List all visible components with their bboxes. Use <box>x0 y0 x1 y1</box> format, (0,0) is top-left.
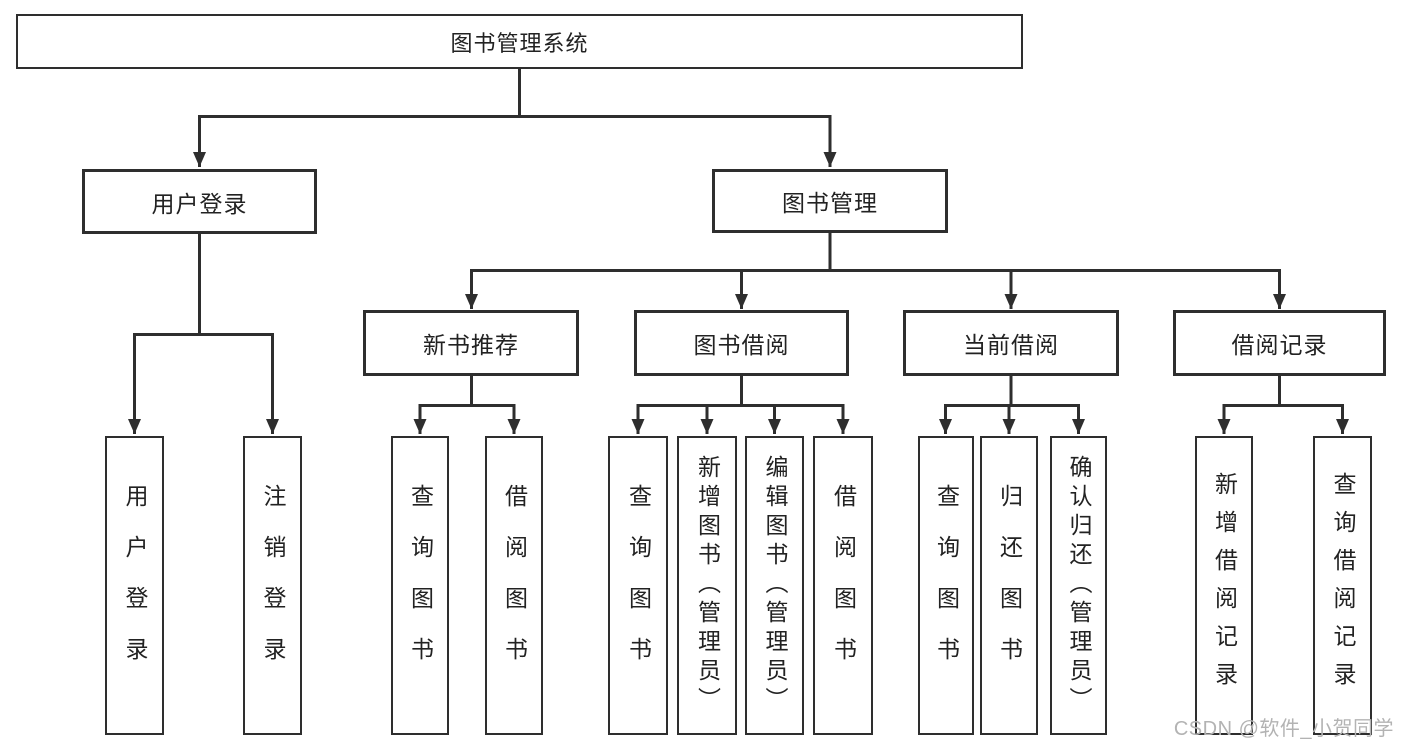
csdn-watermark: CSDN @软件_小贺同学 <box>1173 718 1394 740</box>
node-borrow-records-label: 借阅记录 <box>1231 332 1328 358</box>
node-root: 图书管理系统 <box>16 14 1023 69</box>
leaf-borrow-books-label: 借阅图书 <box>830 483 857 688</box>
leaf-recommend-borrow-books-label: 借阅图书 <box>501 483 528 688</box>
node-new-book-recommend: 新书推荐 <box>363 310 579 376</box>
leaf-query-borrow-record: 查询借阅记录 <box>1313 436 1372 735</box>
node-book-borrow: 图书借阅 <box>634 310 849 376</box>
node-book-management: 图书管理 <box>712 169 948 233</box>
leaf-confirm-return-admin: 确认归还（管理员） <box>1050 436 1107 735</box>
leaf-current-query-books-label: 查询图书 <box>933 483 960 688</box>
leaf-edit-books-admin-label: 编辑图书（管理员） <box>762 455 788 716</box>
leaf-recommend-query-books-label: 查询图书 <box>407 483 434 688</box>
node-book-management-label: 图书管理 <box>782 190 878 216</box>
node-book-borrow-label: 图书借阅 <box>693 332 790 358</box>
leaf-user-login-label: 用户登录 <box>122 483 148 688</box>
node-user-login: 用户登录 <box>82 169 317 234</box>
leaf-edit-books-admin: 编辑图书（管理员） <box>745 436 804 735</box>
leaf-logout: 注销登录 <box>243 436 302 735</box>
node-current-borrow-label: 当前借阅 <box>963 332 1059 358</box>
node-current-borrow: 当前借阅 <box>903 310 1119 376</box>
leaf-user-login: 用户登录 <box>105 436 164 735</box>
node-user-login-label: 用户登录 <box>151 190 248 217</box>
leaf-add-borrow-record: 新增借阅记录 <box>1195 436 1253 735</box>
leaf-borrow-query-books-label: 查询图书 <box>625 483 652 688</box>
leaf-query-borrow-record-label: 查询借阅记录 <box>1330 471 1356 700</box>
node-borrow-records: 借阅记录 <box>1173 310 1386 376</box>
leaf-add-borrow-record-label: 新增借阅记录 <box>1211 471 1238 700</box>
leaf-confirm-return-admin-label: 确认归还（管理员） <box>1066 455 1092 716</box>
leaf-logout-label: 注销登录 <box>260 483 286 688</box>
leaf-borrow-query-books: 查询图书 <box>608 436 668 735</box>
leaf-recommend-query-books: 查询图书 <box>391 436 449 735</box>
leaf-return-books: 归还图书 <box>980 436 1038 735</box>
leaf-current-query-books: 查询图书 <box>918 436 974 735</box>
leaf-add-books-admin: 新增图书（管理员） <box>677 436 737 735</box>
node-root-label: 图书管理系统 <box>450 30 589 56</box>
node-new-book-recommend-label: 新书推荐 <box>423 332 519 358</box>
leaf-recommend-borrow-books: 借阅图书 <box>485 436 543 735</box>
leaf-return-books-label: 归还图书 <box>996 483 1023 688</box>
leaf-borrow-books: 借阅图书 <box>813 436 873 735</box>
leaf-add-books-admin-label: 新增图书（管理员） <box>694 455 721 716</box>
